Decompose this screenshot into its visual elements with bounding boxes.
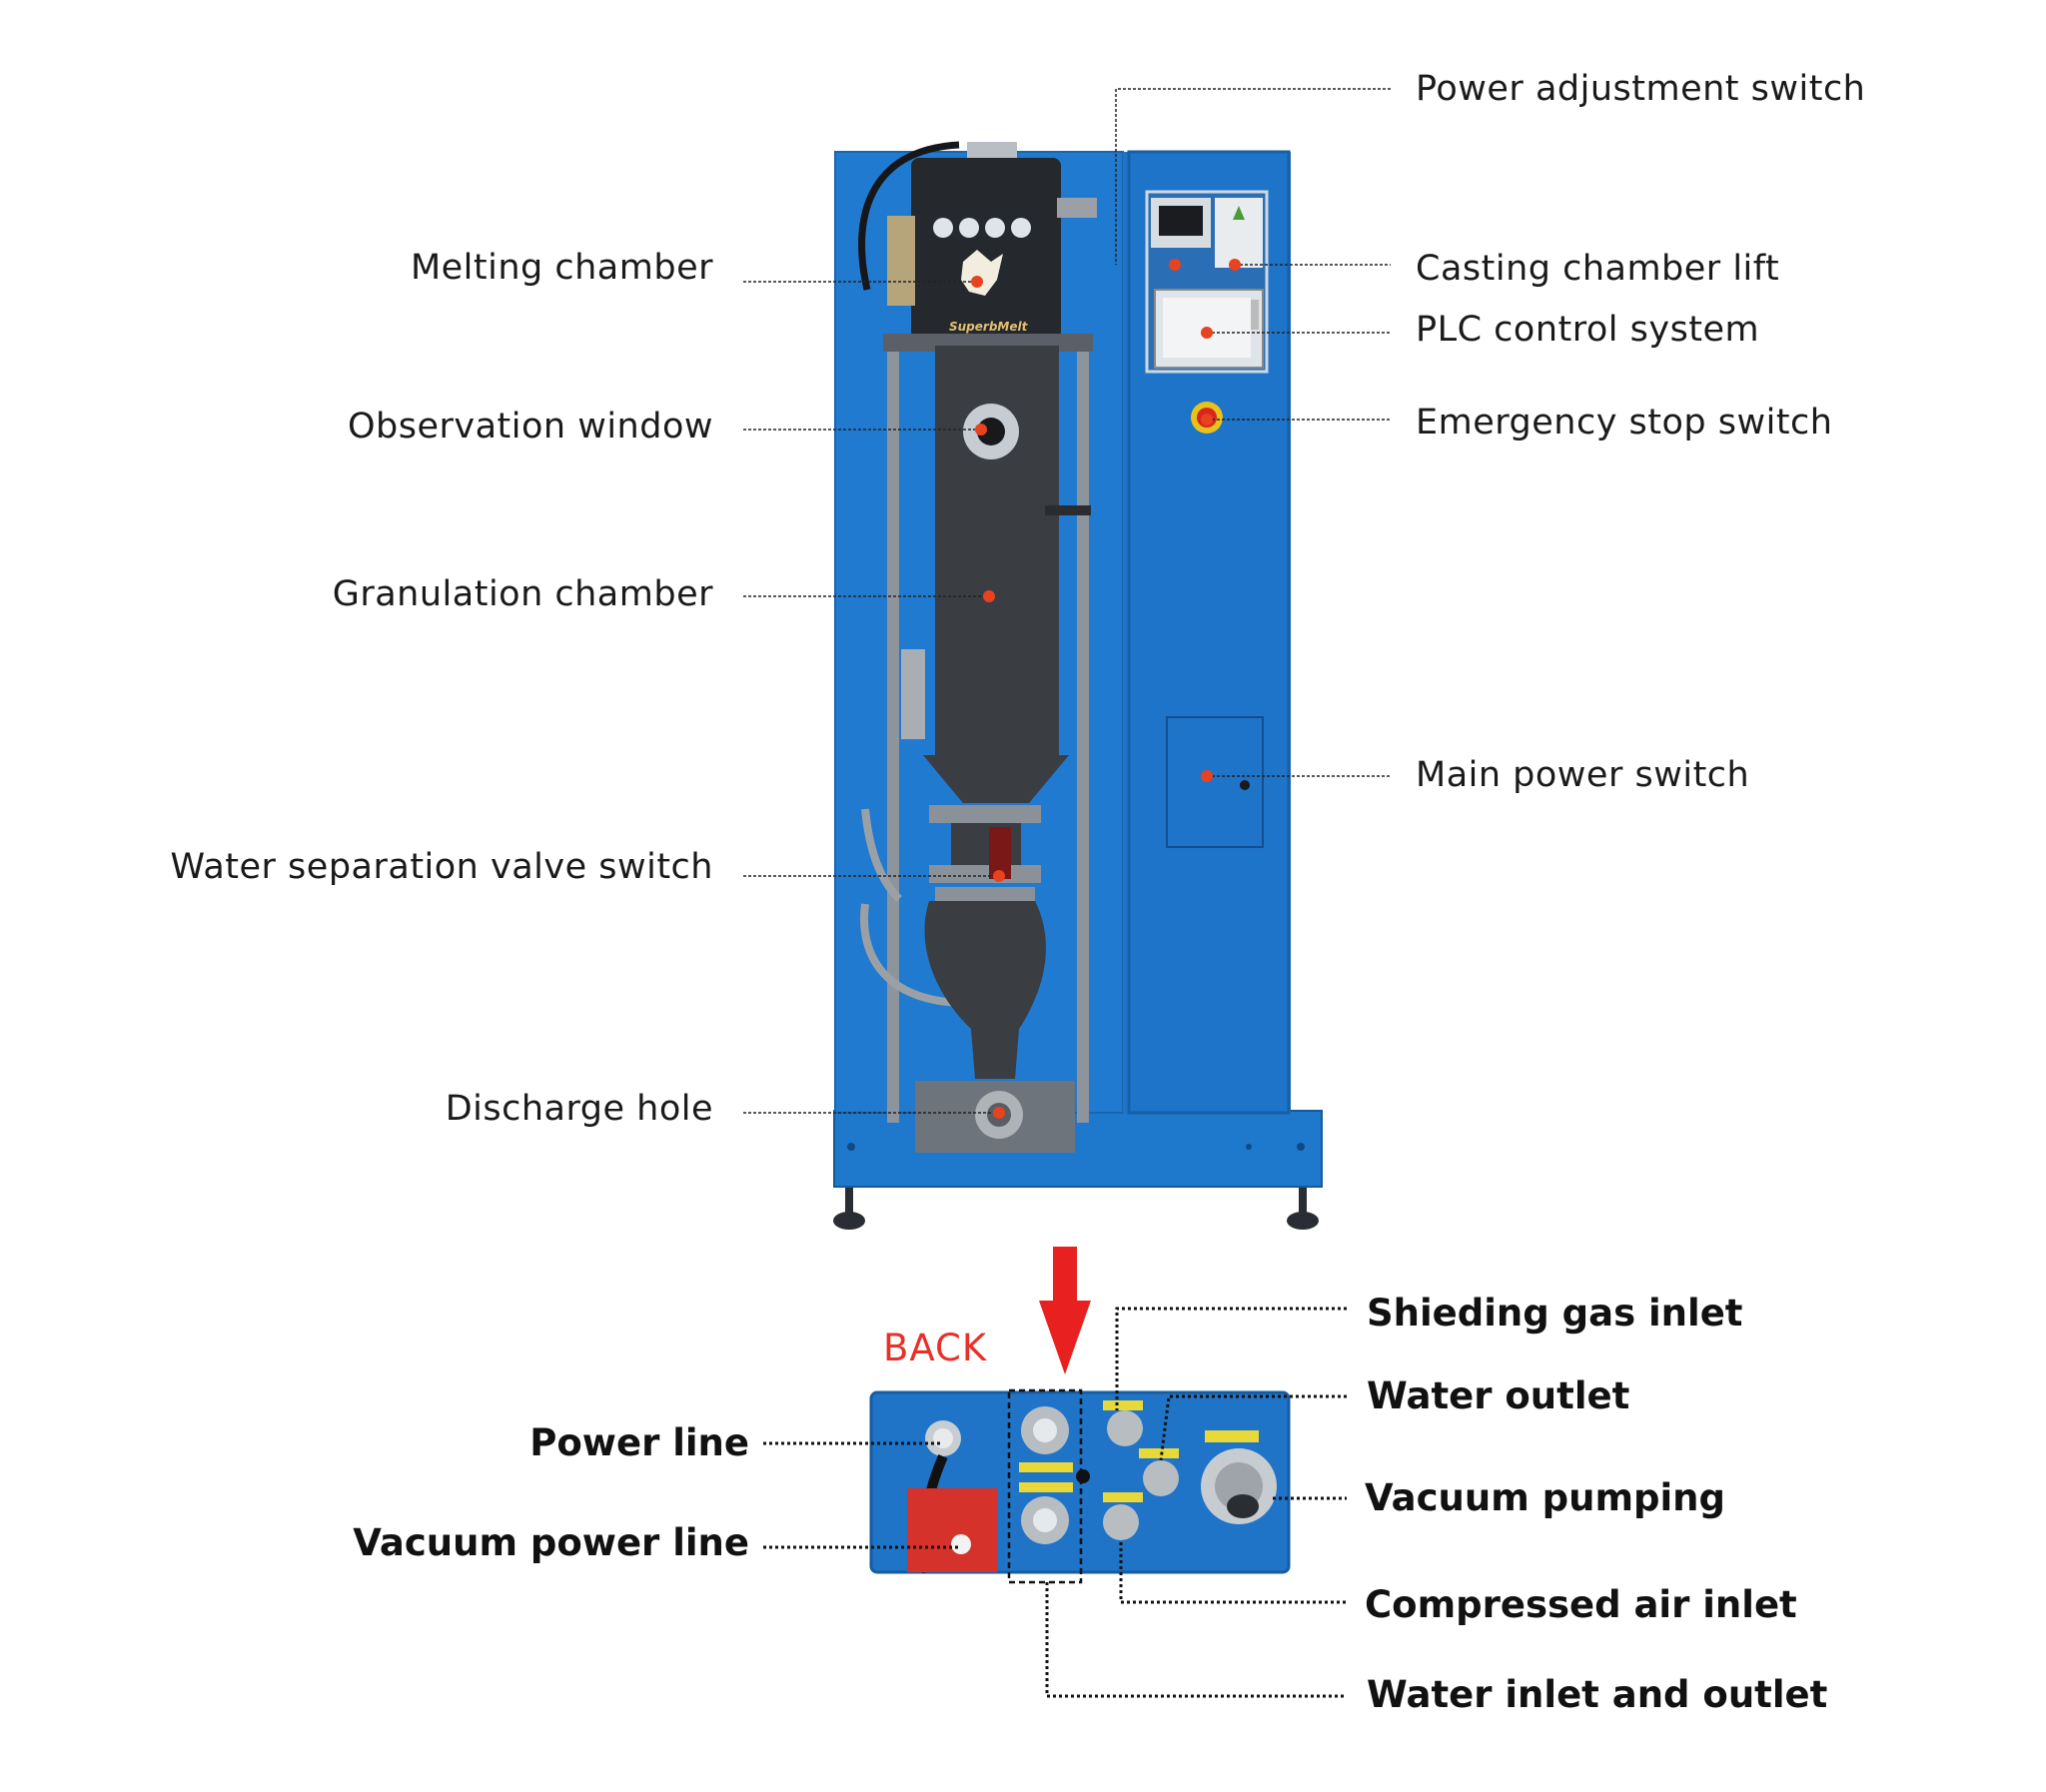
label-vacuum-pumping: Vacuum pumping — [1365, 1476, 1726, 1519]
melting-chamber — [887, 142, 1097, 340]
label-vacuum-power-line: Vacuum power line — [353, 1521, 749, 1564]
label-emergency-stop-switch: Emergency stop switch — [1416, 403, 1833, 443]
observation-window — [963, 404, 1019, 459]
front-leader-lines — [743, 88, 1391, 1114]
down-arrow-icon — [1039, 1247, 1091, 1374]
label-power-line: Power line — [529, 1421, 749, 1464]
label-casting-chamber-lift: Casting chamber lift — [1416, 249, 1780, 289]
label-granulation-chamber: Granulation chamber — [332, 574, 713, 614]
label-power-adjustment-switch: Power adjustment switch — [1416, 69, 1866, 109]
power-switch-door — [1166, 716, 1264, 848]
label-plc-control-system: PLC control system — [1416, 310, 1760, 350]
back-title: BACK — [883, 1327, 988, 1369]
label-main-power-switch: Main power switch — [1416, 755, 1750, 795]
water-separation-valve — [929, 805, 1041, 901]
label-shielding-gas-inlet: Shieding gas inlet — [1367, 1292, 1743, 1335]
back-leader-lines — [763, 1307, 1347, 1698]
label-observation-window: Observation window — [347, 407, 713, 447]
label-melting-chamber: Melting chamber — [410, 248, 713, 288]
label-water-separation-valve-switch: Water separation valve switch — [170, 847, 713, 887]
brand-logo-text: SuperbMelt — [949, 320, 1029, 334]
front-markers — [971, 259, 1241, 1119]
label-discharge-hole: Discharge hole — [445, 1089, 713, 1129]
machine-feet — [833, 1187, 1319, 1230]
label-water-outlet: Water outlet — [1367, 1374, 1630, 1417]
label-water-inlet-and-outlet: Water inlet and outlet — [1367, 1673, 1828, 1716]
label-compressed-air-inlet: Compressed air inlet — [1365, 1583, 1797, 1626]
